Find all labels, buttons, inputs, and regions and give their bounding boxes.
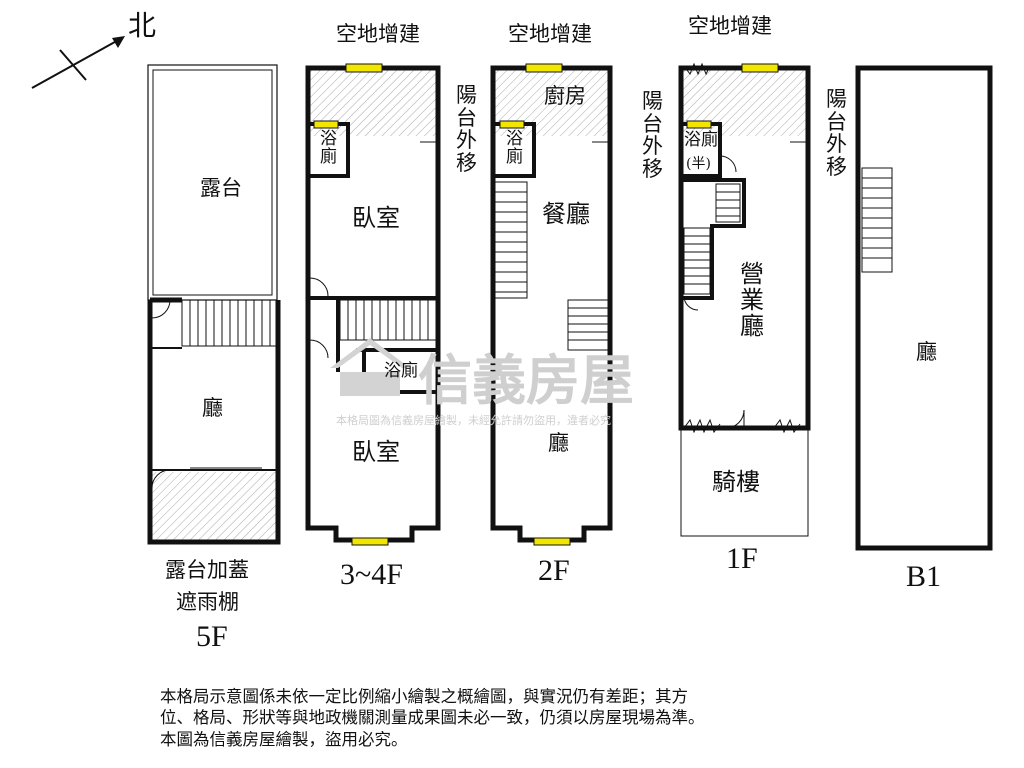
room-arcade: 騎樓 xyxy=(712,468,760,496)
floor-5f-stairs xyxy=(181,299,277,347)
arcade-outline xyxy=(680,427,809,537)
door-icon xyxy=(309,339,329,359)
watermark-notice: 本格局圖為信義房屋繪製，未經允許請勿盜用，違者必究 xyxy=(336,414,611,427)
terrace-inner-outline xyxy=(152,69,273,296)
caption-5f-line1: 露台加蓋 xyxy=(165,558,249,582)
terrace-canopy-hatch xyxy=(152,472,278,540)
room-hall-5f: 廳 xyxy=(202,396,223,420)
door-icon xyxy=(725,409,745,429)
room-bath-mid-3-4f: 浴廁 xyxy=(384,361,418,381)
floor-2f-stairs-lower xyxy=(567,299,609,351)
floor-3-4f-plan xyxy=(305,63,441,546)
room-bath-2f: 浴 廁 xyxy=(506,129,523,168)
compass-arrow-icon xyxy=(31,36,125,89)
room-dining: 餐廳 xyxy=(542,200,590,228)
addition-label-1f: 空地增建 xyxy=(688,14,772,38)
door-icon xyxy=(309,277,329,297)
door-icon xyxy=(151,299,171,319)
caption-5f-line2: 遮雨棚 xyxy=(176,590,239,614)
addition-label-2f: 空地增建 xyxy=(508,22,592,46)
window-icon xyxy=(741,63,779,73)
floor-label-b1: B1 xyxy=(906,560,942,593)
floor-b1-plan xyxy=(855,65,993,551)
floor-label-5f: 5F xyxy=(196,620,228,653)
door-icon xyxy=(683,295,699,311)
floor-b1-stairs xyxy=(861,167,893,273)
room-bedroom-upper: 臥室 xyxy=(352,204,400,232)
room-bath-1f: 浴廁 xyxy=(684,130,718,150)
room-hall-b1: 廳 xyxy=(916,340,937,364)
floor-1f-stairs xyxy=(683,183,741,295)
floor-5f-walls xyxy=(147,300,281,545)
floor-label-1f: 1F xyxy=(726,542,758,575)
disclaimer-line2: 位、格局、形狀等與地政機關測量成果圖未必一致，仍須以房屋現場為準。 xyxy=(160,708,705,728)
north-label: 北 xyxy=(128,9,157,42)
window-icon xyxy=(351,537,389,546)
balcony-label-2f: 陽 台 外 移 xyxy=(642,89,663,182)
room-business-hall: 營 業 廳 xyxy=(740,260,764,340)
room-bath-3-4f: 浴 廁 xyxy=(320,129,337,168)
room-bath-1f-note: (半) xyxy=(686,156,711,172)
window-icon xyxy=(533,537,571,546)
room-terrace: 露台 xyxy=(200,176,242,200)
window-icon xyxy=(313,120,339,129)
disclaimer: 本格局示意圖係未依一定比例縮小繪製之概繪圖，與實況仍有差距；其方 位、格局、形狀… xyxy=(160,686,880,750)
window-icon xyxy=(525,63,563,73)
floor-2f-walls xyxy=(490,65,613,543)
door-icon xyxy=(151,469,171,489)
floor-2f-stairs-upper xyxy=(494,181,528,299)
floor-3-4f-walls xyxy=(305,65,441,543)
balcony-label-3-4f: 陽 台 外 移 xyxy=(456,83,477,176)
floor-label-2f: 2F xyxy=(538,554,570,587)
room-bedroom-lower: 臥室 xyxy=(352,438,400,466)
window-icon xyxy=(499,120,525,129)
room-hall-2f: 廳 xyxy=(548,431,569,455)
window-icon xyxy=(345,63,383,73)
floor-5f-plan xyxy=(147,64,281,545)
floor-3-4f-stairs xyxy=(339,299,437,341)
house-logo-icon xyxy=(330,338,410,396)
floor-2f-plan xyxy=(490,63,613,546)
window-icon xyxy=(686,120,712,129)
disclaimer-line3: 本圖為信義房屋繪製，盜用必究。 xyxy=(160,729,408,749)
room-kitchen: 廚房 xyxy=(544,84,586,108)
floor-label-3-4f: 3~4F xyxy=(340,558,403,591)
door-icon xyxy=(719,155,737,173)
floor-1f-plan xyxy=(678,62,811,537)
watermark-brand: 信義房屋 xyxy=(418,349,634,412)
balcony-label-1f: 陽 台 外 移 xyxy=(826,87,847,180)
floor-b1-walls xyxy=(855,65,993,551)
disclaimer-line1: 本格局示意圖係未依一定比例縮小繪製之概繪圖，與實況仍有差距；其方 xyxy=(160,687,688,706)
addition-label-3-4f: 空地增建 xyxy=(336,22,420,46)
